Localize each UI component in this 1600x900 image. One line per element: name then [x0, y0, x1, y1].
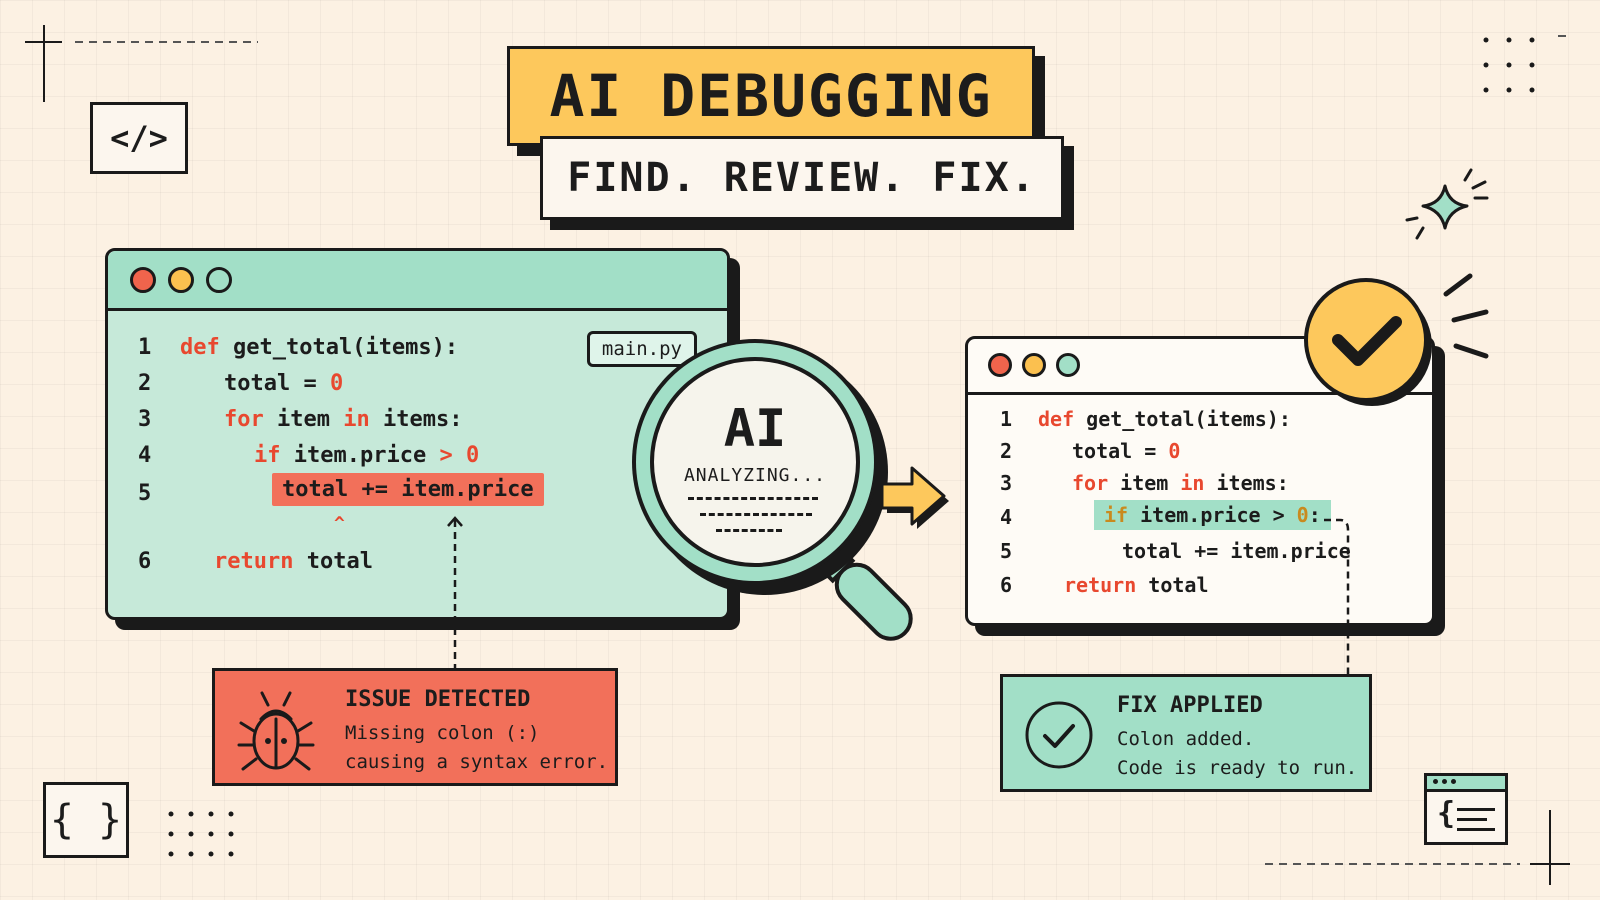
braces-icon: { } — [43, 782, 129, 858]
page-title: AI DEBUGGING — [507, 46, 1035, 146]
error-line-highlight: total += item.price — [272, 473, 544, 506]
line-number: 4 — [1000, 505, 1013, 529]
fix-connector-line — [1324, 518, 1350, 676]
issue-description: Missing colon (:) causing a syntax error… — [345, 719, 608, 777]
fix-applied-card: FIX APPLIED Colon added. Code is ready t… — [1000, 674, 1372, 792]
minimize-dot-icon[interactable] — [1022, 353, 1046, 377]
fix-description: Colon added. Code is ready to run. — [1117, 725, 1357, 783]
code-window-original: main.py 1 def get_total(items): 2 total … — [105, 248, 730, 620]
code-line: for item in items: — [224, 407, 463, 432]
line-number: 5 — [1000, 539, 1013, 563]
magnifier-status: ANALYZING... — [683, 465, 827, 486]
window-titlebar — [108, 251, 727, 311]
arrow-right-icon — [880, 466, 949, 529]
code-line: total = 0 — [224, 371, 344, 396]
issue-line-2: causing a syntax error. — [345, 751, 609, 773]
fix-title: FIX APPLIED — [1117, 693, 1263, 718]
check-circle-icon — [1025, 701, 1093, 769]
code-tag-icon: </> — [90, 102, 188, 174]
line-number: 6 — [138, 549, 152, 574]
caret-marker: ^ — [334, 513, 345, 534]
bug-icon — [237, 691, 315, 771]
fix-line-2: Code is ready to run. — [1117, 757, 1358, 779]
issue-title: ISSUE DETECTED — [345, 687, 531, 712]
issue-connector-arrow — [447, 516, 463, 668]
magnifier-lens: AI ANALYZING... — [650, 357, 860, 567]
close-dot-icon[interactable] — [988, 353, 1012, 377]
code-line: total = 0 — [1072, 439, 1181, 463]
magnifier-ai-label: AI — [723, 399, 787, 459]
minimize-dot-icon[interactable] — [168, 267, 194, 293]
sparkle-icon — [1405, 168, 1489, 240]
line-number: 1 — [1000, 407, 1013, 431]
line-number: 3 — [1000, 471, 1013, 495]
line-number: 1 — [138, 335, 152, 360]
page-subtitle: FIND. REVIEW. FIX. — [540, 136, 1064, 220]
issue-line-1: Missing colon (:) — [345, 722, 540, 744]
line-number: 5 — [138, 481, 152, 506]
code-line: return total — [214, 549, 373, 574]
maximize-dot-icon[interactable] — [1056, 353, 1080, 377]
brace-glyph: { — [1437, 796, 1456, 831]
window-titlebar — [968, 339, 1432, 395]
code-line: for item in items: — [1072, 471, 1289, 495]
magnifier-handle — [812, 540, 913, 641]
filename-tag[interactable]: main.py — [586, 331, 697, 367]
code-line: def get_total(items): — [180, 335, 459, 360]
line-number: 4 — [138, 443, 152, 468]
code-line: def get_total(items): — [1038, 407, 1291, 431]
line-number: 3 — [138, 407, 152, 432]
dot-grid-decor — [168, 811, 234, 857]
code-line: return total — [1064, 573, 1209, 597]
line-number: 6 — [1000, 573, 1013, 597]
maximize-dot-icon[interactable] — [206, 267, 232, 293]
close-dot-icon[interactable] — [130, 267, 156, 293]
fixed-line-highlight: if item.price > 0: — [1094, 500, 1331, 530]
code-window-icon: { — [1424, 773, 1508, 845]
checkmark-badge-icon — [1304, 273, 1489, 406]
line-number: 2 — [1000, 439, 1013, 463]
code-line: if item.price > 0 — [254, 443, 480, 468]
dot-grid-decor — [1483, 37, 1535, 93]
line-number: 2 — [138, 371, 152, 396]
code-line: total += item.price — [1122, 539, 1351, 563]
fix-line-1: Colon added. — [1117, 728, 1255, 750]
issue-detected-card: ISSUE DETECTED Missing colon (:) causing… — [212, 668, 618, 786]
